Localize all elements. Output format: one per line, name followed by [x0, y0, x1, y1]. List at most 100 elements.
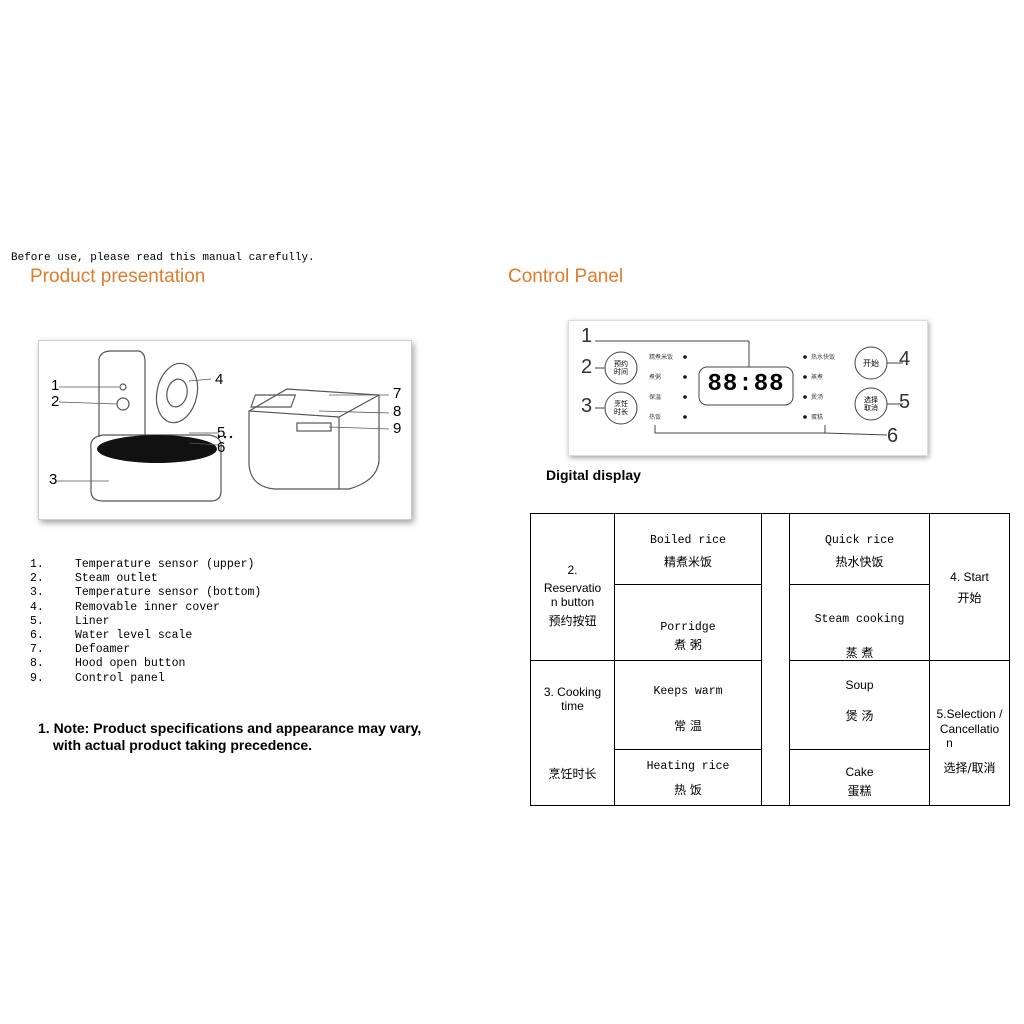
- cake-zh: 蛋糕: [847, 784, 872, 798]
- product-callout-6: 6: [217, 439, 226, 456]
- heating-rice-zh: 热 饭: [674, 783, 702, 797]
- intro-text: Before use, please read this manual care…: [11, 252, 315, 264]
- menu-left-3: 保温: [649, 394, 662, 401]
- steam-cooking-cell: Steam cooking 蒸 煮: [789, 584, 930, 661]
- keeps-warm-cell: Keeps warm 常 温: [614, 660, 762, 750]
- product-illustration: 1 2 3 4 5 6 7 8 9: [38, 340, 412, 520]
- part-label: Hood open button: [75, 657, 186, 671]
- panel-callout-5: 5: [899, 391, 911, 413]
- cooking-time-line-1: 3. Cooking: [543, 685, 602, 699]
- boiled-rice-cell: Boiled rice 精煮米饭: [614, 513, 762, 585]
- selection-line-2: Cancellatio: [939, 722, 1000, 736]
- panel-callout-2: 2: [581, 356, 593, 378]
- quick-rice-zh: 热水快饭: [835, 555, 884, 569]
- cooking-time-button: 烹饪 时长: [614, 400, 628, 416]
- control-panel-illustration: 1 2 3 4 5 6 预约 时间 烹饪 时长 开始 选择 取消 88:88 精…: [568, 320, 928, 456]
- steam-cooking-label: Steam cooking: [814, 613, 905, 626]
- part-label: Steam outlet: [75, 572, 158, 586]
- menu-right-1: 热水快饭: [811, 354, 836, 361]
- product-callout-7: 7: [393, 385, 402, 402]
- product-callout-1: 1: [51, 377, 60, 394]
- digital-display-label: Digital display: [546, 467, 641, 483]
- selection-zh: 选择/取消: [943, 761, 996, 775]
- heating-rice-cell: Heating rice 热 饭: [614, 749, 762, 806]
- selection-line-1: 5.Selection /: [936, 707, 1003, 721]
- boiled-rice-zh: 精煮米饭: [663, 555, 712, 569]
- reservation-line-1: Reservatio: [543, 581, 602, 595]
- product-callout-2: 2: [51, 393, 60, 410]
- reservation-line-2: n button: [550, 595, 595, 609]
- part-number: 8.: [30, 657, 44, 671]
- panel-callout-3: 3: [581, 395, 593, 417]
- start-button: 开始: [863, 359, 879, 368]
- start-zh: 开始: [957, 591, 982, 605]
- part-label: Removable inner cover: [75, 600, 220, 614]
- select-cancel-button: 选择 取消: [864, 396, 878, 412]
- part-number: 9.: [30, 671, 44, 685]
- heating-rice-label: Heating rice: [646, 760, 730, 773]
- parts-list: 1. Temperature sensor (upper) 2. Steam out…: [30, 558, 261, 686]
- porridge-label: Porridge: [660, 621, 716, 634]
- list-item: 9.Control panel: [30, 672, 261, 686]
- steam-cooking-zh: 蒸 煮: [845, 646, 874, 660]
- note: 1. Note: Product specifications and appe…: [38, 720, 421, 754]
- part-number: 2.: [30, 572, 44, 586]
- selection-cell: 5.Selection / Cancellatio n 选择/取消: [929, 660, 1010, 806]
- porridge-cell: Porridge 煮 粥: [614, 584, 762, 661]
- cooking-time-cell: 3. Cooking time 烹饪时长: [530, 660, 615, 806]
- cooking-time-line-2: time: [561, 699, 584, 713]
- selection-line-3: n: [946, 736, 953, 750]
- part-number: 5.: [30, 614, 44, 628]
- part-label: Liner: [75, 614, 110, 628]
- cooking-time-zh: 烹饪时长: [548, 767, 597, 781]
- keeps-warm-label: Keeps warm: [653, 685, 723, 698]
- menu-right-4: 蛋糕: [811, 414, 824, 421]
- reservation-zh: 预约按钮: [548, 614, 597, 628]
- menu-left-2: 煮粥: [649, 374, 662, 381]
- part-number: 1.: [30, 558, 44, 571]
- list-item: 6. Water level scale: [30, 629, 261, 643]
- start-label: 4. Start: [950, 570, 989, 584]
- function-table: 2. Reservatio n button 预约按钮 3. Cooking t…: [530, 513, 1010, 806]
- product-callout-9: 9: [393, 420, 402, 437]
- menu-right-3: 煲汤: [811, 394, 824, 401]
- control-panel-drawing: [595, 340, 903, 436]
- list-item: 1. Temperature sensor (upper): [30, 558, 261, 572]
- cake-cell: Cake 蛋糕: [789, 749, 930, 806]
- keeps-warm-zh: 常 温: [674, 719, 702, 733]
- product-presentation-title: Product presentation: [30, 266, 206, 287]
- menu-left-4: 热饭: [649, 414, 662, 421]
- reservation-button: 预约 时间: [614, 360, 628, 376]
- menu-right-2: 蒸煮: [811, 374, 824, 381]
- reservation-cell: 2. Reservatio n button 预约按钮: [530, 513, 615, 661]
- list-item: 5. Liner: [30, 615, 261, 629]
- rice-cooker-drawing: [57, 350, 390, 502]
- list-item: 7. Defoamer: [30, 643, 261, 657]
- soup-label: Soup: [845, 678, 874, 692]
- part-label: Water level scale: [75, 629, 193, 643]
- note-line-2: with actual product taking precedence.: [53, 737, 313, 753]
- part-label: Temperature sensor (upper): [75, 558, 255, 571]
- reservation-num: 2.: [567, 563, 578, 577]
- soup-zh: 煲 汤: [845, 709, 874, 723]
- part-label: Defoamer: [75, 643, 131, 657]
- start-cell: 4. Start 开始: [929, 513, 1010, 661]
- part-number: 3.: [30, 586, 44, 600]
- product-callout-4: 4: [215, 371, 224, 388]
- cake-label: Cake: [845, 765, 874, 779]
- list-item: 3. Temperature sensor (bottom): [30, 586, 261, 600]
- part-number: 6.: [30, 629, 44, 643]
- product-callout-5: 5: [217, 424, 226, 441]
- panel-callout-1: 1: [581, 325, 593, 347]
- note-line-1: 1. Note: Product specifications and appe…: [38, 720, 422, 736]
- boiled-rice-label: Boiled rice: [650, 534, 726, 547]
- menu-left-1: 精煮米饭: [649, 354, 674, 361]
- quick-rice-label: Quick rice: [824, 534, 894, 547]
- list-item: 2. Steam outlet: [30, 572, 261, 586]
- part-label: Temperature sensor (bottom): [75, 586, 262, 600]
- part-number: 4.: [30, 600, 44, 614]
- part-number: 7.: [30, 643, 44, 657]
- divider-column: [761, 513, 790, 806]
- control-panel-title: Control Panel: [508, 266, 624, 287]
- digital-display: 88:88: [707, 371, 785, 398]
